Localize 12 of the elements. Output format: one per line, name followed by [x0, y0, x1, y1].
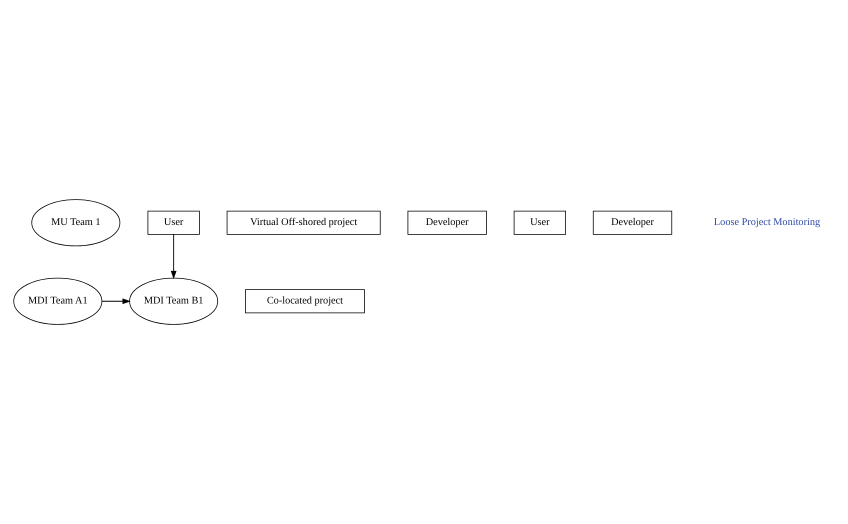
node-box: Developer: [592, 210, 672, 235]
arrow: [170, 234, 177, 280]
node-box: Developer: [408, 210, 487, 235]
node-box: Virtual Off-shored project: [226, 210, 381, 235]
arrow: [101, 298, 131, 304]
node-box: Co-located project: [245, 289, 365, 314]
node-box: User: [514, 210, 566, 235]
node-box: User: [148, 210, 200, 235]
node-ellipse: MU Team 1: [31, 199, 120, 246]
label: Loose Project Monitoring: [714, 217, 820, 228]
node-ellipse: MDI Team B1: [129, 278, 218, 325]
node-ellipse: MDI Team A1: [13, 278, 102, 325]
